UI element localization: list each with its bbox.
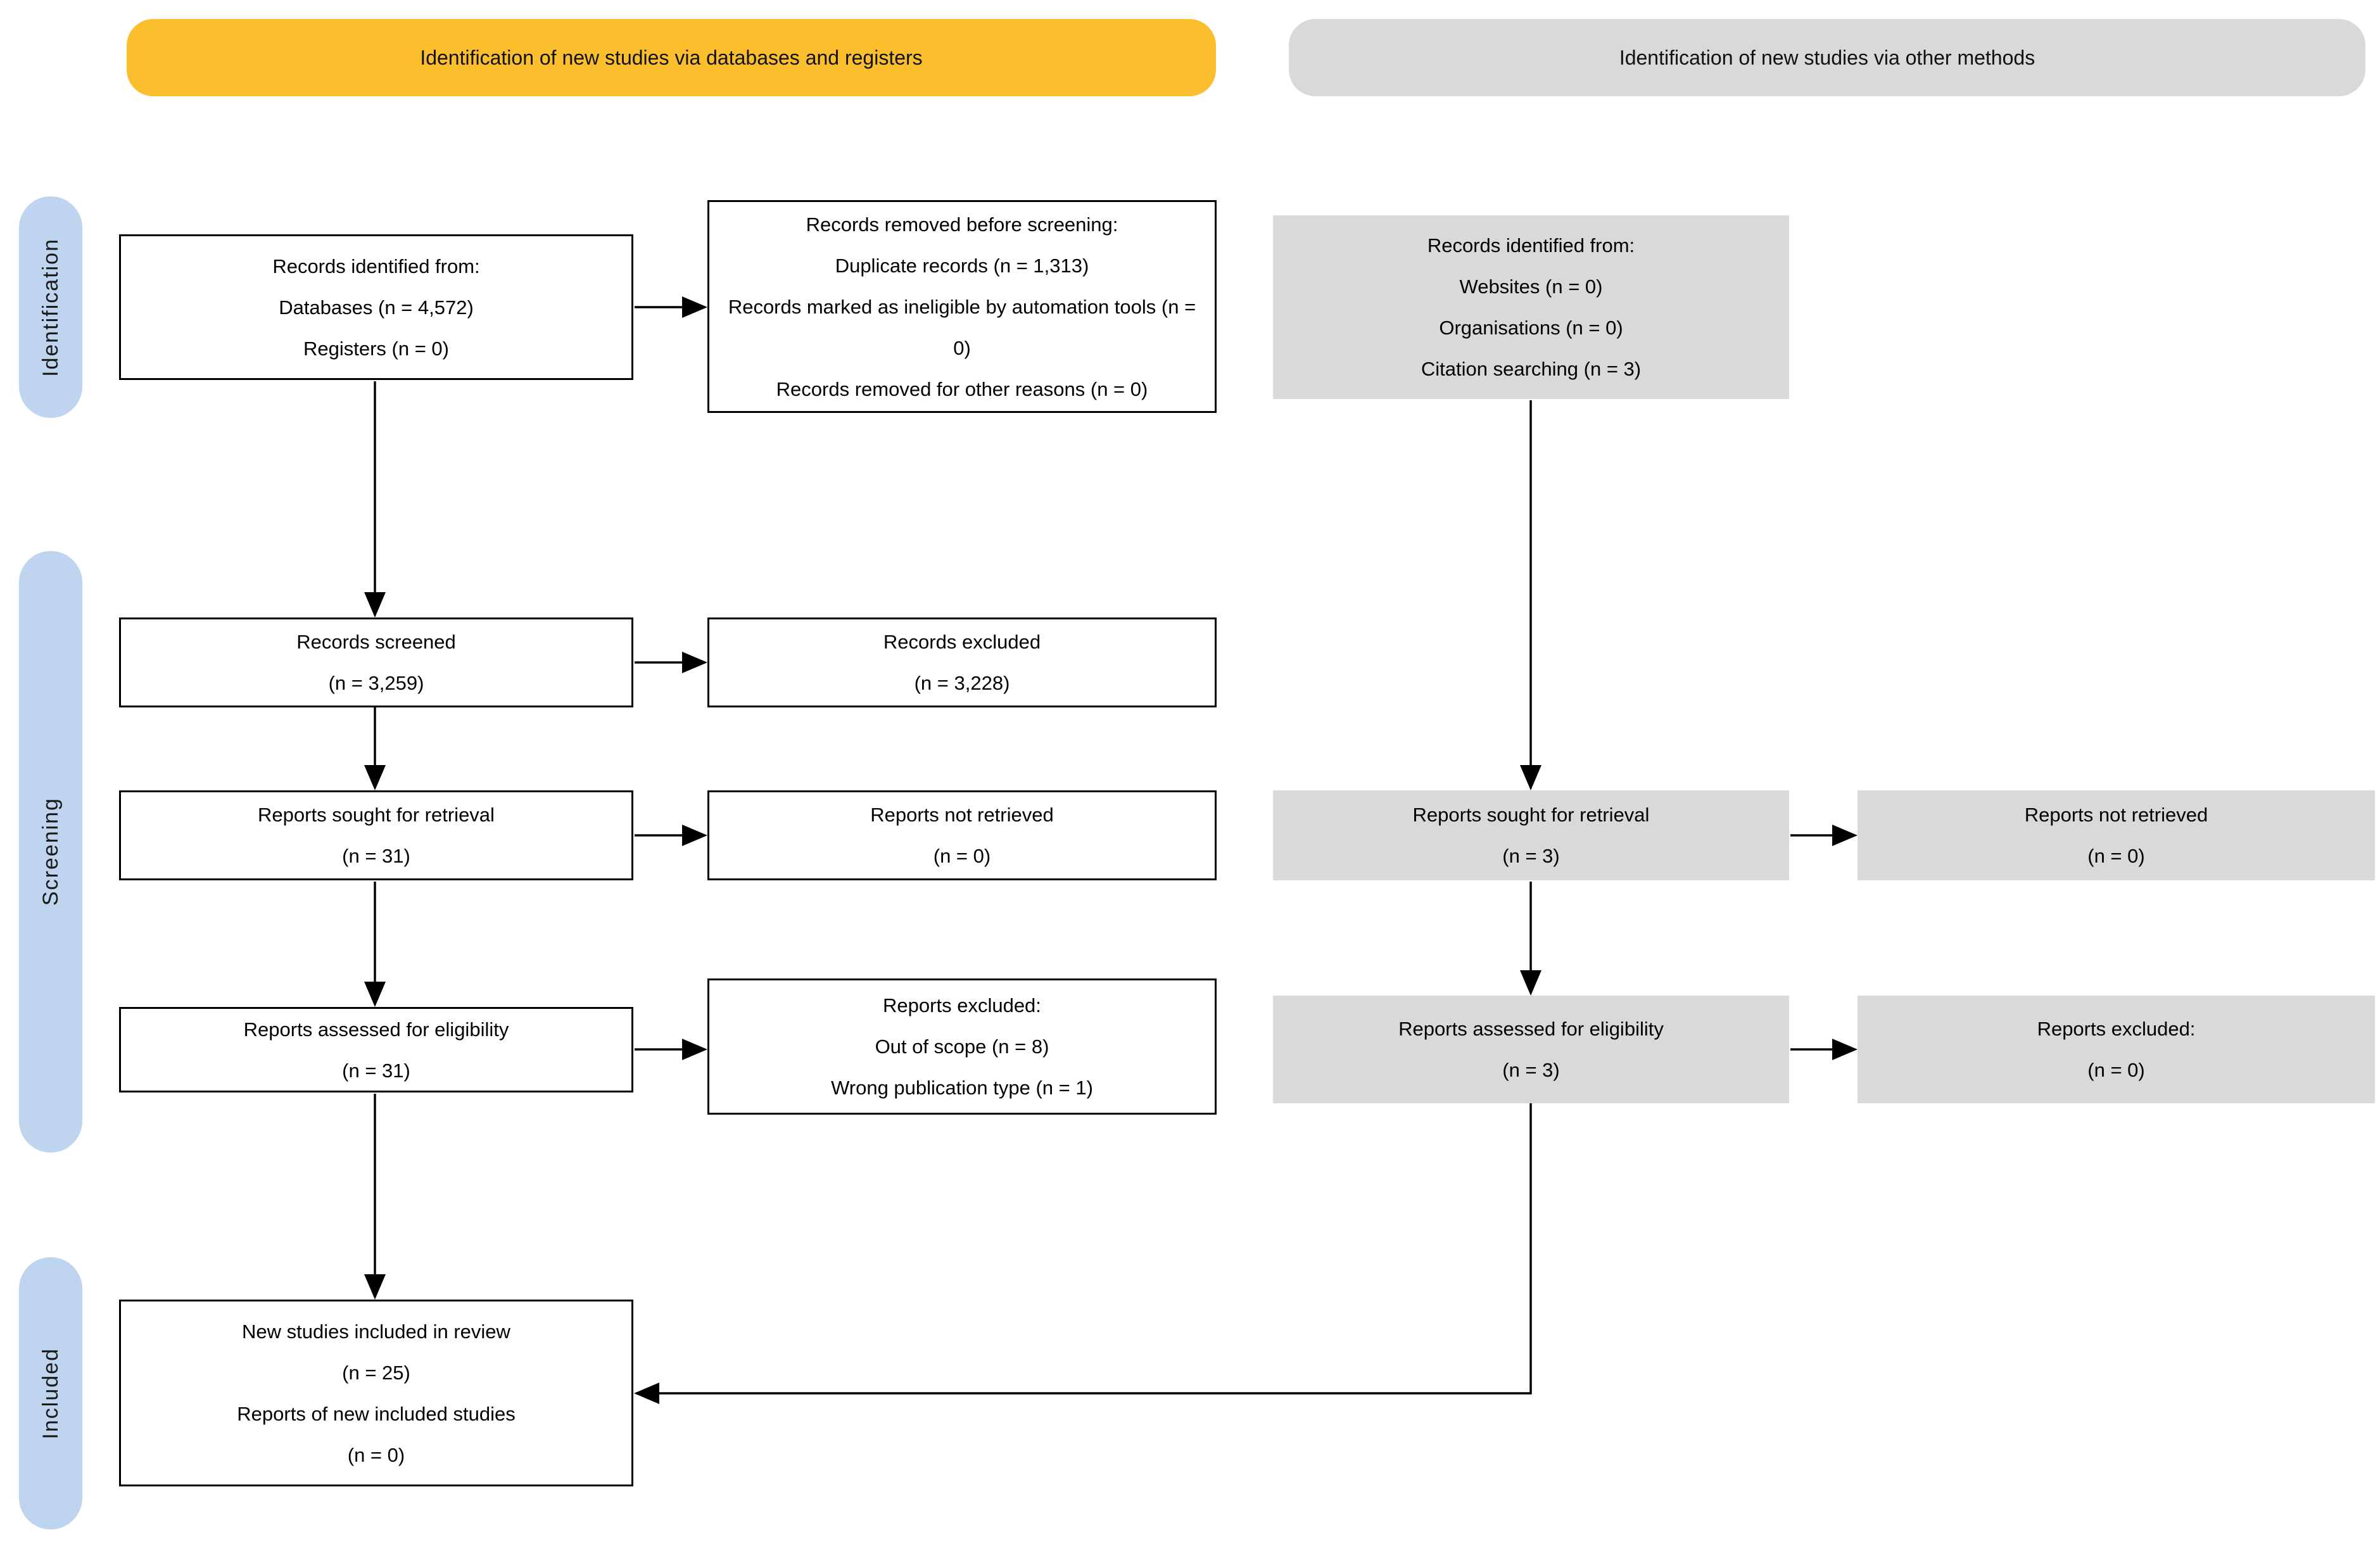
box-records-identified-databases: Records identified from: Databases (n = … <box>119 234 633 380</box>
box-records-removed-before-screening: Records removed before screening: Duplic… <box>707 200 1217 413</box>
stage-label-identification-text: Identification <box>38 237 63 377</box>
box-reports-assessed-other: Reports assessed for eligibility (n = 3) <box>1273 996 1789 1103</box>
header-other-methods: Identification of new studies via other … <box>1289 19 2365 96</box>
box-reports-excluded-other: Reports excluded: (n = 0) <box>1858 996 2375 1103</box>
stage-label-identification: Identification <box>19 196 82 418</box>
box-reports-sought-other: Reports sought for retrieval (n = 3) <box>1273 790 1789 880</box>
box-new-studies-included: New studies included in review (n = 25) … <box>119 1300 633 1486</box>
box-reports-not-retrieved-other: Reports not retrieved (n = 0) <box>1858 790 2375 880</box>
box-reports-not-retrieved-databases: Reports not retrieved (n = 0) <box>707 790 1217 880</box>
box-records-screened: Records screened (n = 3,259) <box>119 617 633 707</box>
box-records-excluded: Records excluded (n = 3,228) <box>707 617 1217 707</box>
stage-label-screening: Screening <box>19 551 82 1153</box>
stage-label-included: Included <box>19 1257 82 1529</box>
header-databases-registers: Identification of new studies via databa… <box>127 19 1216 96</box>
box-records-identified-other: Records identified from: Websites (n = 0… <box>1273 215 1789 399</box>
arrow-other-assessed-to-included <box>634 1103 1532 1404</box>
box-reports-assessed-databases: Reports assessed for eligibility (n = 31… <box>119 1007 633 1092</box>
box-reports-excluded-databases: Reports excluded: Out of scope (n = 8) W… <box>707 978 1217 1115</box>
stage-label-screening-text: Screening <box>38 797 63 906</box>
box-reports-sought-databases: Reports sought for retrieval (n = 31) <box>119 790 633 880</box>
stage-label-included-text: Included <box>38 1347 63 1440</box>
